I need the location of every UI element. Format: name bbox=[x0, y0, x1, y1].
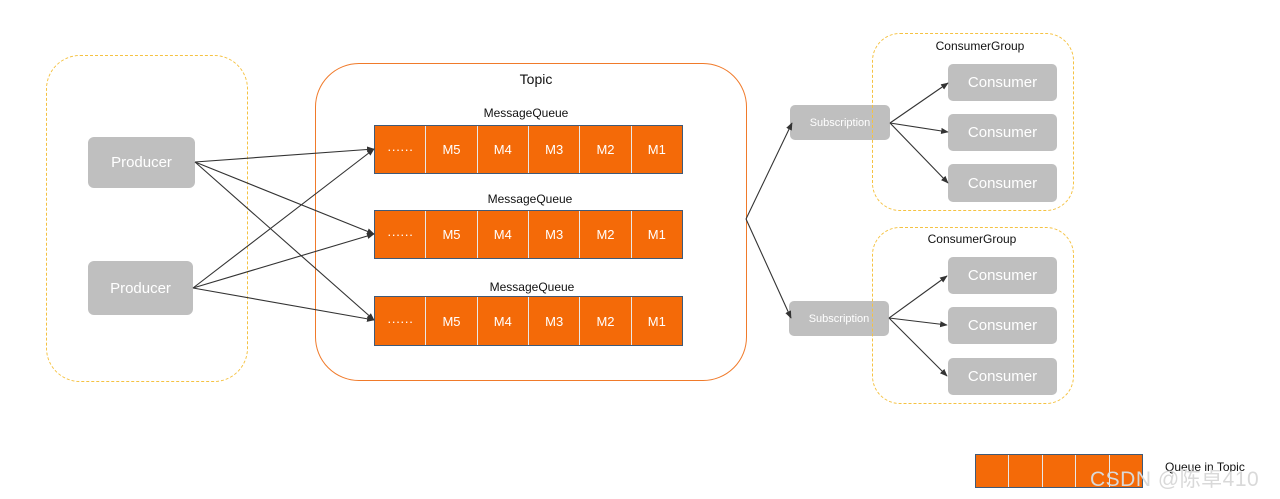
consumer-group-title-1: ConsumerGroup bbox=[935, 39, 1025, 53]
legend-cell bbox=[976, 455, 1010, 487]
arrow-subscription1-consumer3 bbox=[889, 122, 949, 184]
queue-cell: M2 bbox=[580, 297, 632, 345]
queue-cell: M2 bbox=[580, 211, 632, 258]
arrow-producer2-queue1 bbox=[192, 148, 375, 289]
legend-label: Queue in Topic bbox=[1165, 460, 1245, 474]
message-queue-1: ······ M5 M4 M3 M2 M1 bbox=[374, 125, 683, 174]
queue-cell: M3 bbox=[529, 211, 581, 258]
message-queue-2: ······ M5 M4 M3 M2 M1 bbox=[374, 210, 683, 259]
subscription-node-1: Subscription bbox=[790, 105, 890, 140]
consumer-node: Consumer bbox=[948, 164, 1057, 202]
queue-cell: M4 bbox=[478, 211, 529, 258]
queue-cell: ······ bbox=[375, 126, 427, 173]
queue-cell: M3 bbox=[529, 297, 581, 345]
topic-box bbox=[315, 63, 747, 381]
consumer-node: Consumer bbox=[948, 114, 1057, 151]
queue-cell: M5 bbox=[426, 211, 478, 258]
arrow-subscription1-consumer2 bbox=[889, 122, 949, 134]
consumer-node: Consumer bbox=[948, 307, 1057, 344]
arrow-producer1-queue2 bbox=[194, 161, 375, 235]
arrow-subscription2-consumer1 bbox=[888, 275, 948, 319]
topic-title: Topic bbox=[519, 71, 553, 87]
queue-cell: ······ bbox=[375, 297, 427, 345]
queue-cell: M2 bbox=[580, 126, 632, 173]
message-queue-label-1: MessageQueue bbox=[483, 106, 569, 120]
legend-cell bbox=[1076, 455, 1110, 487]
arrow-producer2-queue3 bbox=[192, 287, 375, 322]
message-queue-label-2: MessageQueue bbox=[487, 192, 573, 206]
producer-node-1: Producer bbox=[88, 137, 195, 188]
queue-cell: M1 bbox=[647, 142, 666, 157]
legend-cell bbox=[1009, 455, 1043, 487]
consumer-node: Consumer bbox=[948, 358, 1057, 395]
consumer-group-1 bbox=[872, 33, 1074, 211]
arrow-subscription2-consumer3 bbox=[888, 317, 948, 377]
consumer-node: Consumer bbox=[948, 64, 1057, 101]
queue-cell: M4 bbox=[478, 126, 529, 173]
watermark: CSDN @陈卓410 bbox=[1090, 468, 1260, 491]
arrow-producer2-queue2 bbox=[192, 233, 375, 289]
arrow-topic-subscription1 bbox=[745, 122, 793, 220]
queue-cell: M1 bbox=[647, 227, 666, 242]
queue-cell: M5 bbox=[426, 126, 478, 173]
message-queue-3: ······ M5 M4 M3 M2 M1 bbox=[374, 296, 683, 346]
queue-cell: ······ bbox=[375, 211, 427, 258]
queue-cell: M5 bbox=[426, 297, 478, 345]
legend-queue-swatch bbox=[975, 454, 1143, 488]
queue-cell: M3 bbox=[529, 126, 581, 173]
arrow-producer1-queue1 bbox=[194, 146, 375, 163]
message-queue-label-3: MessageQueue bbox=[489, 280, 575, 294]
consumer-node: Consumer bbox=[948, 257, 1057, 294]
queue-cell: M1 bbox=[647, 313, 666, 329]
consumer-group-title-2: ConsumerGroup bbox=[927, 232, 1017, 246]
producer-group bbox=[46, 55, 248, 382]
legend-cell bbox=[1043, 455, 1077, 487]
arrow-topic-subscription2 bbox=[745, 218, 792, 319]
producer-node-2: Producer bbox=[88, 261, 193, 315]
arrow-producer1-queue3 bbox=[194, 161, 375, 321]
arrow-subscription2-consumer2 bbox=[888, 317, 948, 328]
consumer-group-2 bbox=[872, 227, 1074, 404]
queue-cell: M4 bbox=[478, 297, 529, 345]
arrow-subscription1-consumer1 bbox=[889, 82, 949, 124]
